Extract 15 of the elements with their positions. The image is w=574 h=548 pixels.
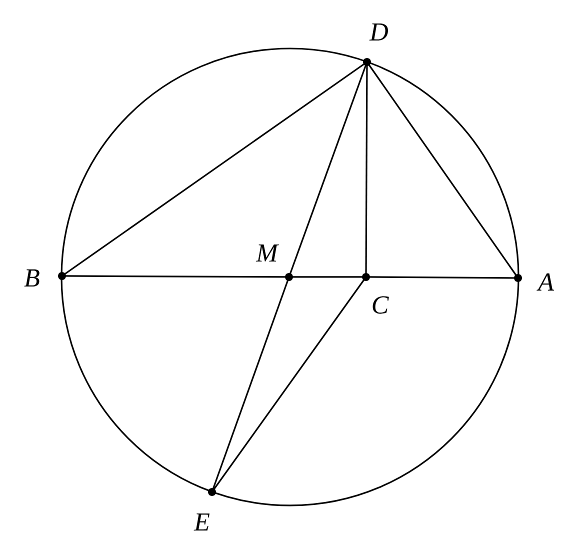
point-dot	[362, 272, 370, 281]
point-label: B	[24, 269, 40, 287]
point-dot	[208, 488, 216, 496]
point-dot	[285, 272, 293, 281]
point-label: D	[369, 23, 388, 41]
point-label: A	[536, 273, 554, 291]
line-segment	[211, 276, 367, 492]
line-segment	[366, 62, 519, 278]
point-label: M	[256, 244, 280, 262]
point-dot	[58, 272, 66, 280]
line-segment	[62, 61, 368, 277]
point-dot	[363, 58, 371, 66]
point-label: C	[372, 296, 389, 314]
point-label: E	[194, 513, 210, 530]
point-dot	[514, 274, 522, 282]
